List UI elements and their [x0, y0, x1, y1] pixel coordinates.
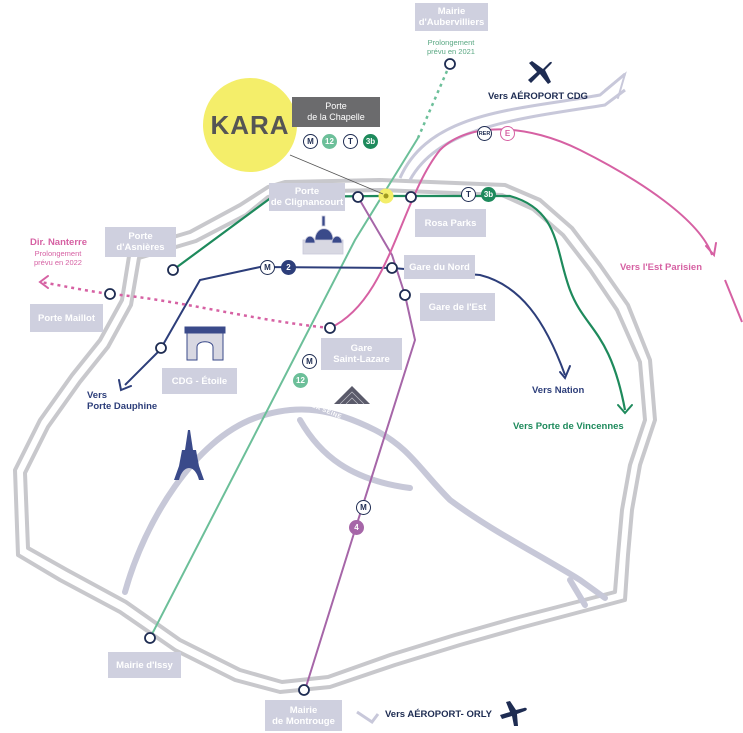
metro-badge: M [356, 500, 371, 515]
louvre-pyramid-icon [334, 386, 370, 405]
metro-badge: M [303, 134, 318, 149]
prolongement-2022-note: Prolongement prévu en 2022 [34, 249, 82, 267]
seine-river [122, 406, 608, 608]
tram-3b-badge: 3b [363, 134, 378, 149]
tram-badge: T [343, 134, 358, 149]
line-2-badge: 2 [281, 260, 296, 275]
tram-3b-badge: 3b [481, 187, 496, 202]
station-label-montrouge: Mairie de Montrouge [265, 700, 342, 731]
header-station-label: Porte de la Chapelle [292, 97, 380, 127]
station-label-clignancourt: Porte de Clignancourt [269, 183, 345, 211]
station-label-asnieres: Porte d'Asnières [105, 227, 176, 257]
rer-e-badge: E [500, 126, 515, 141]
kara-location-dot [383, 193, 389, 199]
prolongement-2021-note: Prolongement prévu en 2021 [427, 38, 475, 56]
dest-nation: Vers Nation [532, 385, 585, 396]
station-label-saint-lazare: Gare Saint-Lazare [321, 338, 402, 370]
dest-aeroport-orly: Vers AÉROPORT- ORLY [385, 709, 492, 720]
metro-badge: M [302, 354, 317, 369]
direction-arrows [38, 71, 717, 415]
station-label-aubervilliers: Mairie d'Aubervilliers [415, 3, 488, 31]
rer-e-path [329, 128, 743, 329]
metro-badge: M [260, 260, 275, 275]
airport-links [356, 72, 626, 725]
kara-logo: KARA [203, 78, 297, 172]
peripherique-ring [13, 178, 657, 694]
station-label-rosa-parks: Rosa Parks [415, 209, 486, 237]
tram-3b-path [172, 194, 627, 411]
dest-aeroport-cdg: Vers AÉROPORT CDG [488, 91, 588, 102]
rer-e-extension [39, 280, 331, 330]
dest-est-parisien: Vers l'Est Parisien [620, 262, 703, 273]
airplane-icon [500, 61, 552, 726]
station-label-gare-du-nord: Gare du Nord [404, 255, 475, 279]
sacre-coeur-icon [302, 215, 344, 255]
rer-badge: RER [477, 126, 492, 141]
dest-porte-dauphine: Vers Porte Dauphine [87, 390, 158, 412]
line-12-extension [416, 63, 452, 139]
line-12-path [149, 137, 419, 639]
tram-badge: T [461, 187, 476, 202]
dest-porte-vincennes: Vers Porte de Vincennes [513, 421, 624, 432]
station-label-mairie-issy: Mairie d'Issy [108, 652, 181, 678]
line-4-badge: 4 [349, 520, 364, 535]
line-2-west [124, 265, 393, 386]
line-12-badge: 12 [293, 373, 308, 388]
arc-de-triomphe-icon [184, 326, 226, 361]
dir-nanterre-label: Dir. Nanterre [30, 237, 88, 248]
line-4-path [304, 196, 417, 691]
eiffel-tower-icon [174, 430, 204, 480]
line-12-badge: 12 [322, 134, 337, 149]
line-2-east [391, 267, 566, 376]
station-label-porte-maillot: Porte Maillot [30, 304, 103, 332]
station-label-etoile: CDG - Étoile [162, 368, 237, 394]
station-label-gare-de-lest: Gare de l'Est [420, 293, 495, 321]
station-markers [104, 58, 456, 696]
kara-pointer-line [289, 154, 384, 195]
